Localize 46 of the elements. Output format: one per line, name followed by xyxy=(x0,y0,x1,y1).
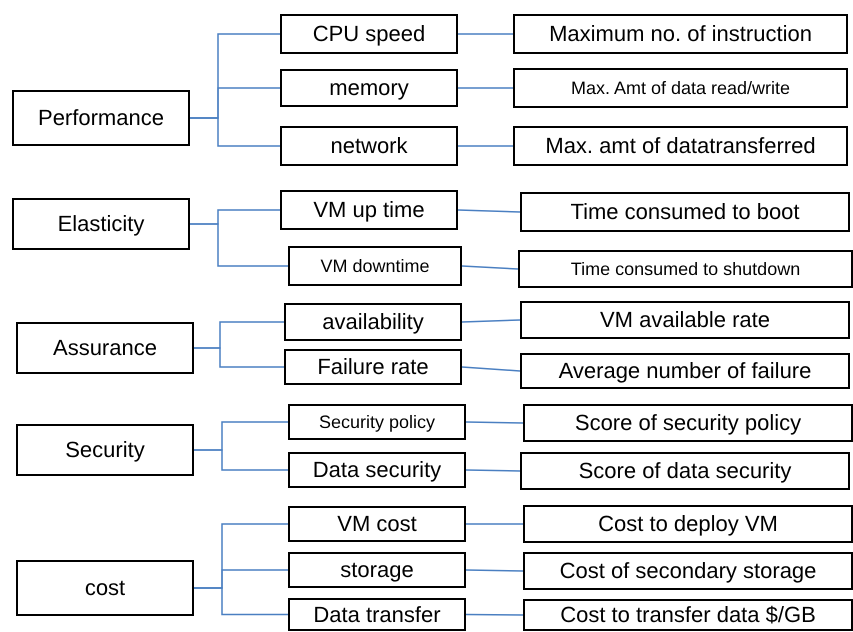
label-box: Time consumed to shutdown xyxy=(518,250,853,288)
label-box: Average number of failure xyxy=(520,353,850,389)
label-box: VM up time xyxy=(280,190,458,230)
connector-line xyxy=(194,347,284,368)
connector-line xyxy=(462,319,520,323)
label-box: VM available rate xyxy=(520,301,850,339)
label-box: VM cost xyxy=(288,506,466,542)
label-box: Cost of secondary storage xyxy=(523,552,853,590)
connector-line xyxy=(458,87,513,89)
label-box: Cost to transfer data $/GB xyxy=(523,599,853,631)
label-box: Elasticity xyxy=(12,198,190,250)
label-box: Score of security policy xyxy=(523,404,853,442)
label-box: Cost to deploy VM xyxy=(523,505,853,543)
connector-line xyxy=(194,587,288,616)
label-box: storage xyxy=(288,552,466,588)
label-box: VM downtime xyxy=(288,246,462,286)
label-box: Data security xyxy=(288,452,466,488)
connector-line xyxy=(462,366,520,372)
label-box: memory xyxy=(280,69,458,107)
connector-line xyxy=(194,449,288,471)
label-box: Maximum no. of instruction xyxy=(513,14,848,54)
label-box: Security xyxy=(16,424,194,476)
label-box: CPU speed xyxy=(280,14,458,54)
label-box: network xyxy=(280,126,458,166)
label-box: Security policy xyxy=(288,404,466,440)
connector-line xyxy=(466,469,520,472)
connector-line xyxy=(462,265,518,270)
label-box: Score of data security xyxy=(520,452,850,490)
label-box: Performance xyxy=(12,90,190,146)
label-box: Max. amt of datatransferred xyxy=(513,126,848,166)
label-box: Time consumed to boot xyxy=(520,192,850,232)
connector-line xyxy=(466,421,524,424)
connector-line xyxy=(466,614,523,616)
connector-line xyxy=(458,145,513,147)
label-box: cost xyxy=(16,560,194,616)
connector-line xyxy=(190,223,288,267)
label-box: Assurance xyxy=(16,322,194,374)
label-box: availability xyxy=(284,303,462,341)
label-box: Data transfer xyxy=(288,598,466,631)
connector-line xyxy=(458,33,513,35)
label-box: Failure rate xyxy=(284,349,462,385)
connector-line xyxy=(466,569,524,572)
connector-line xyxy=(466,523,523,525)
label-box: Max. Amt of data read/write xyxy=(513,68,848,108)
connector-line xyxy=(458,209,520,213)
connector-line xyxy=(190,117,280,147)
